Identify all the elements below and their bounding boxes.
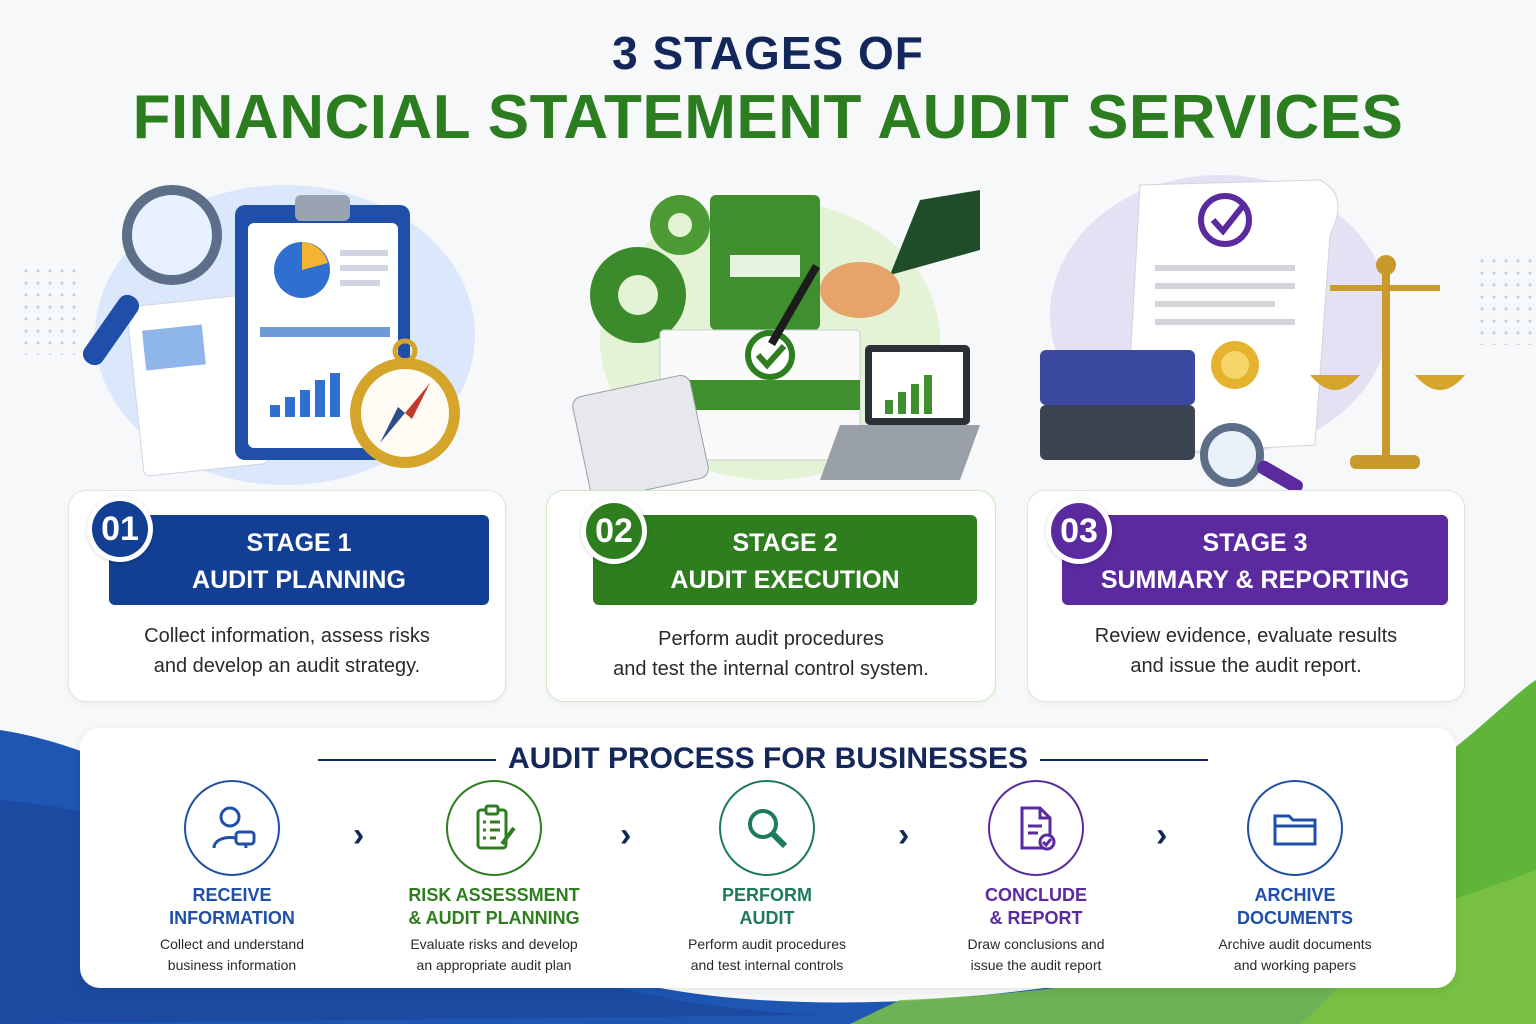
dot-pattern-left <box>20 265 80 355</box>
stage-2-desc-line-2: and test the internal control system. <box>613 658 929 680</box>
process-title: AUDIT PROCESS FOR BUSINESSES <box>507 742 1029 775</box>
title-line-2: FINANCIAL STATEMENT AUDIT SERVICES <box>132 83 1404 152</box>
process-title-rule-right <box>1040 759 1208 761</box>
stage-2-label: STAGE 2 <box>732 529 838 557</box>
stage-3-description: Review evidence, evaluate results and is… <box>1028 621 1464 681</box>
stage-3-card: STAGE 3 SUMMARY & REPORTING 03 Review ev… <box>1027 490 1465 702</box>
stage-3-desc-line-2: and issue the audit report. <box>1130 655 1362 677</box>
stage-1-desc-line-1: Collect information, assess risks <box>144 625 430 647</box>
stage-1-banner: STAGE 1 AUDIT PLANNING <box>109 515 489 605</box>
chevron-right-icon: › <box>1156 816 1168 854</box>
step-1-title-line-2: INFORMATION <box>169 908 295 928</box>
person-chat-icon <box>184 780 280 876</box>
clipboard-checklist-icon <box>446 780 542 876</box>
magnifier-icon <box>719 780 815 876</box>
stage-1-desc-line-2: and develop an audit strategy. <box>153 655 421 677</box>
step-1-desc-line-1: Collect and understand <box>160 936 304 952</box>
summary-reporting-illustration <box>1040 175 1465 494</box>
stage-1-number: 01 <box>92 501 148 557</box>
step-5-title-line-1: ARCHIVE <box>1254 885 1336 905</box>
stage-2-description: Perform audit procedures and test the in… <box>547 624 995 684</box>
title-line-1: 3 STAGES OF <box>612 27 924 79</box>
audit-process-panel: AUDIT PROCESS FOR BUSINESSES RECEIVE INF… <box>80 728 1456 988</box>
step-1-desc-line-2: business information <box>167 957 297 973</box>
stage-1-description: Collect information, assess risks and de… <box>69 621 505 681</box>
stage-2-banner: STAGE 2 AUDIT EXECUTION <box>593 515 977 605</box>
stage-1-card: STAGE 1 AUDIT PLANNING 01 Collect inform… <box>68 490 506 702</box>
process-step-perform: PERFORM AUDIT Perform audit procedures a… <box>657 780 877 976</box>
dot-pattern-right <box>1476 255 1536 345</box>
audit-planning-illustration <box>82 185 475 485</box>
step-4-desc-line-2: issue the audit report <box>970 957 1102 973</box>
stage-1-number-badge: 01 <box>87 496 153 562</box>
process-title-rule-left <box>318 759 496 761</box>
chevron-right-icon: › <box>353 816 365 854</box>
step-4-title-line-2: & REPORT <box>989 908 1083 928</box>
step-5-desc-line-2: and working papers <box>1233 957 1357 973</box>
folder-icon <box>1247 780 1343 876</box>
step-3-desc-line-1: Perform audit procedures <box>688 936 846 952</box>
stage-2-number: 02 <box>586 503 642 559</box>
stage-3-number-badge: 03 <box>1046 498 1112 564</box>
step-3-title-line-2: AUDIT <box>739 908 795 928</box>
process-step-conclude: CONCLUDE & REPORT Draw conclusions and i… <box>926 780 1146 976</box>
stage-2-number-badge: 02 <box>581 498 647 564</box>
stage-3-number: 03 <box>1051 503 1107 559</box>
chevron-right-icon: › <box>620 816 632 854</box>
step-2-title-line-2: & AUDIT PLANNING <box>408 908 580 928</box>
stage-2-desc-line-1: Perform audit procedures <box>658 628 884 650</box>
step-1-title-line-1: RECEIVE <box>192 885 272 905</box>
stage-3-label: STAGE 3 <box>1202 529 1308 557</box>
step-3-desc-line-2: and test internal controls <box>690 957 844 973</box>
step-4-title-line-1: CONCLUDE <box>985 885 1087 905</box>
step-2-title-line-1: RISK ASSESSMENT <box>408 885 580 905</box>
chevron-right-icon: › <box>898 816 910 854</box>
step-4-desc-line-1: Draw conclusions and <box>967 936 1105 952</box>
step-2-desc-line-1: Evaluate risks and develop <box>410 936 578 952</box>
stage-2-card: STAGE 2 AUDIT EXECUTION 02 Perform audit… <box>546 490 996 702</box>
step-2-desc-line-2: an appropriate audit plan <box>416 957 572 973</box>
document-check-icon <box>988 780 1084 876</box>
audit-execution-illustration <box>572 190 980 490</box>
process-step-receive: RECEIVE INFORMATION Collect and understa… <box>122 780 342 976</box>
stage-1-name: AUDIT PLANNING <box>192 566 406 594</box>
step-5-desc-line-1: Archive audit documents <box>1218 936 1372 952</box>
stage-1-label: STAGE 1 <box>246 529 352 557</box>
step-5-title-line-2: DOCUMENTS <box>1237 908 1353 928</box>
step-3-title-line-1: PERFORM <box>722 885 812 905</box>
stage-2-name: AUDIT EXECUTION <box>670 566 900 594</box>
process-step-risk-assessment: RISK ASSESSMENT & AUDIT PLANNING Evaluat… <box>384 780 604 976</box>
stage-3-name: SUMMARY & REPORTING <box>1100 566 1410 594</box>
stage-3-banner: STAGE 3 SUMMARY & REPORTING <box>1062 515 1448 605</box>
stage-3-desc-line-1: Review evidence, evaluate results <box>1094 625 1398 647</box>
process-step-archive: ARCHIVE DOCUMENTS Archive audit document… <box>1185 780 1405 976</box>
